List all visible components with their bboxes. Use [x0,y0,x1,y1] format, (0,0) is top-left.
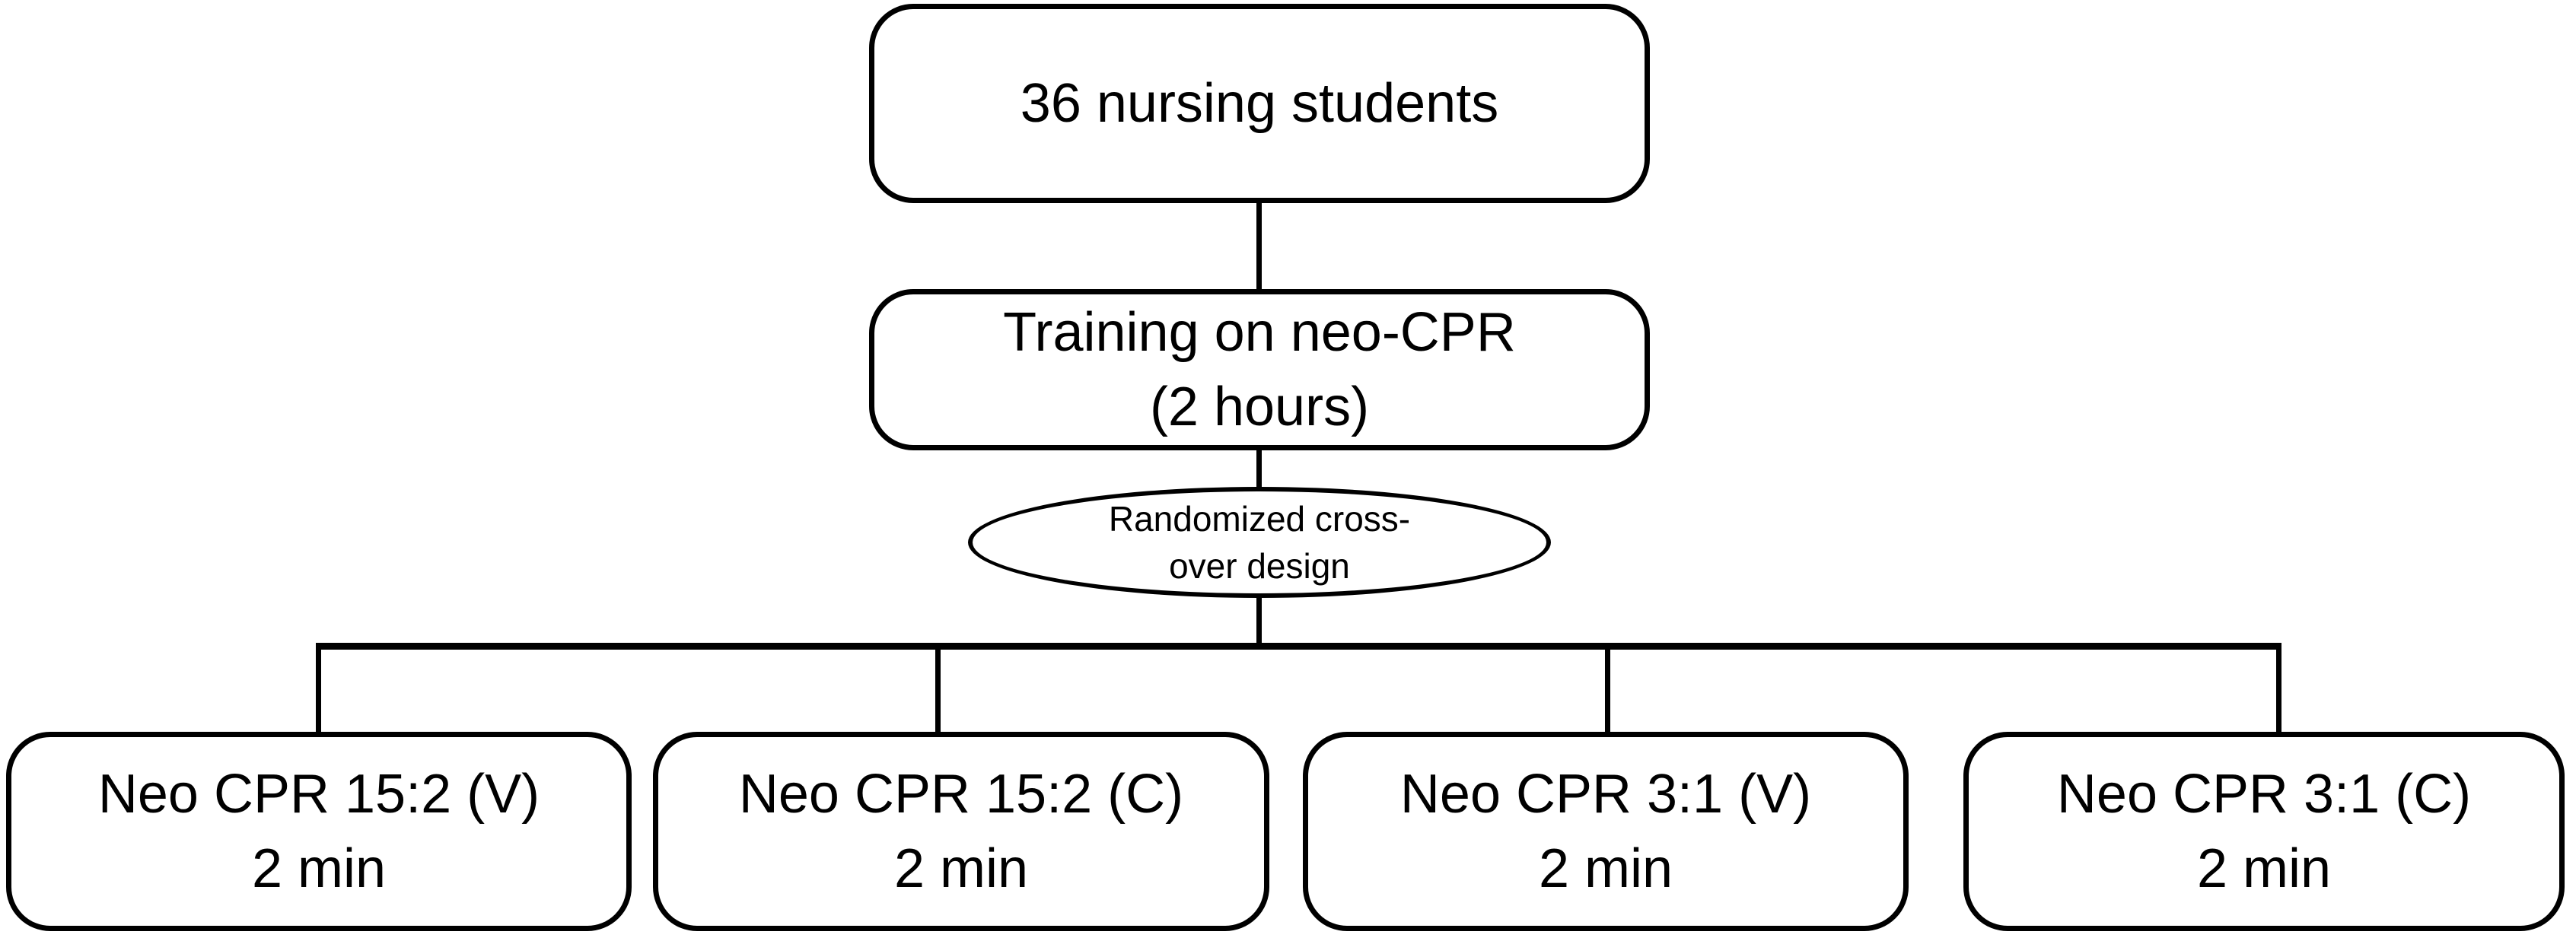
arm1-line1: Neo CPR 15:2 (V) [97,764,540,825]
node-arm-neo-cpr-3-1-c: Neo CPR 3:1 (C) 2 min [1963,732,2565,931]
training-line1: Training on neo-CPR [1003,302,1516,363]
randomization-line2: over design [1169,546,1350,586]
connector-arm-2 [935,643,941,740]
arm3-line2: 2 min [1538,838,1673,899]
arm1-line2: 2 min [251,838,387,899]
node-participants: 36 nursing students [869,4,1650,203]
connector-arm-3 [1605,643,1610,740]
node-training: Training on neo-CPR (2 hours) [869,289,1650,450]
node-arm-neo-cpr-15-2-c: Neo CPR 15:2 (C) 2 min [653,732,1269,931]
arm4-line1: Neo CPR 3:1 (C) [2056,764,2472,825]
randomization-line1: Randomized cross- [1108,499,1411,539]
arm3-line1: Neo CPR 3:1 (V) [1399,764,1812,825]
branch-line [316,643,2281,650]
node-arm-neo-cpr-3-1-v: Neo CPR 3:1 (V) 2 min [1303,732,1909,931]
node-arm-neo-cpr-15-2-v: Neo CPR 15:2 (V) 2 min [6,732,632,931]
training-line2: (2 hours) [1149,377,1370,437]
connector-training-randomization [1256,447,1262,491]
arm4-line2: 2 min [2196,838,2332,899]
connector-arm-1 [316,643,321,740]
node-randomization: Randomized cross- over design [968,487,1551,598]
connector-participants-training [1256,200,1262,293]
arm2-line2: 2 min [893,838,1029,899]
connector-randomization-branch [1256,595,1262,647]
participants-label: 36 nursing students [1020,73,1499,134]
arm2-line1: Neo CPR 15:2 (C) [738,764,1184,825]
connector-arm-4 [2276,643,2281,740]
